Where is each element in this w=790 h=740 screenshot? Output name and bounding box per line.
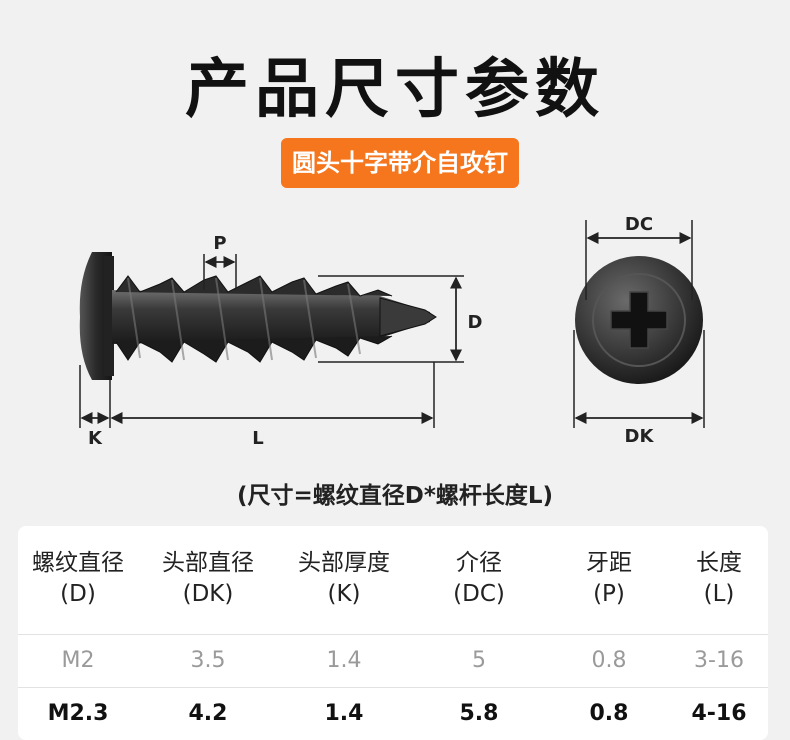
table-cell: 5 xyxy=(472,648,486,673)
header-cell: 牙距(P) xyxy=(586,550,632,607)
table-row: M2.3 4.2 1.4 5.8 0.8 4-16 xyxy=(18,688,768,740)
dimension-lines-top xyxy=(573,220,705,428)
table-cell: 0.8 xyxy=(589,701,629,726)
table-header-row: 螺纹直径(D) 头部直径(DK) 头部厚度(K) 介径(DC) 牙距(P) 长度… xyxy=(18,526,768,635)
table-cell: 3-16 xyxy=(694,648,744,673)
table-cell: 4-16 xyxy=(691,701,747,726)
size-formula: (尺寸=螺纹直径D*螺杆长度L) xyxy=(236,483,554,509)
header-cell: 头部直径(DK) xyxy=(162,550,254,607)
label-p: P xyxy=(213,233,226,254)
table-cell: 0.8 xyxy=(591,648,627,673)
label-dk: DK xyxy=(625,426,655,447)
label-k: K xyxy=(88,428,103,449)
spec-table: 螺纹直径(D) 头部直径(DK) 头部厚度(K) 介径(DC) 牙距(P) 长度… xyxy=(18,526,768,740)
header-cell: 长度(L) xyxy=(696,550,742,607)
page-title: 产品尺寸参数 xyxy=(185,53,605,127)
screw-dimension-diagram: P D K L DC DK xyxy=(79,214,705,449)
screw-side-view xyxy=(79,252,437,380)
table-cell: 1.4 xyxy=(326,648,362,673)
label-l: L xyxy=(252,428,263,449)
header-cell: 头部厚度(K) xyxy=(298,550,390,607)
table-cell: 1.4 xyxy=(324,701,364,726)
table-row: M2 3.5 1.4 5 0.8 3-16 xyxy=(18,635,768,688)
table-cell: M2 xyxy=(61,648,95,673)
label-dc: DC xyxy=(625,214,653,235)
table-cell: 3.5 xyxy=(190,648,226,673)
header-cell: 介径(DC) xyxy=(453,550,505,607)
table-cell: M2.3 xyxy=(47,701,109,726)
table-cell: 5.8 xyxy=(459,701,499,726)
dimension-lines-side xyxy=(79,254,464,428)
label-d: D xyxy=(468,312,483,333)
product-type-badge: 圆头十字带介自攻钉 xyxy=(281,138,519,188)
screw-top-view xyxy=(575,256,703,384)
table-cell: 4.2 xyxy=(188,701,228,726)
header-cell: 螺纹直径(D) xyxy=(32,550,124,607)
